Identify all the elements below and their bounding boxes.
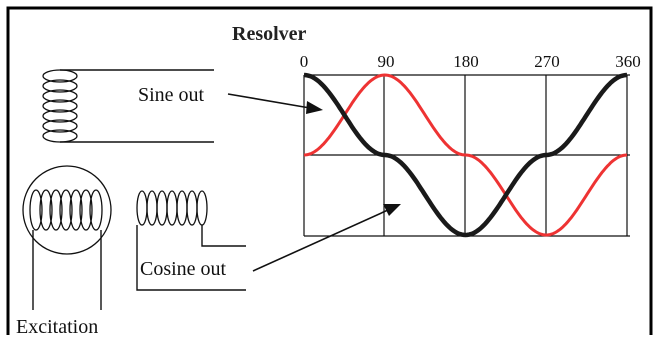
cosine-out-arrow [252,204,401,272]
sine-waveform [303,73,628,237]
tick-label-360: 360 [615,52,641,71]
frame [6,6,653,335]
sine-out-arrow [227,93,323,114]
cosine-winding-coil-icon [136,190,246,291]
x-tick-labels: 0 90 180 270 360 [300,52,641,71]
cosine-waveform [303,72,628,238]
sine-winding-coil-icon [42,69,214,143]
excitation-rotor-coil-icon [22,165,112,310]
excitation-label: Excitation [16,316,98,337]
cosine-out-label: Cosine out [140,258,227,280]
tick-label-180: 180 [453,52,479,71]
sine-out-label: Sine out [138,84,205,106]
diagram-title: Resolver [232,23,307,45]
tick-label-90: 90 [378,52,395,71]
tick-label-0: 0 [300,52,309,71]
tick-label-270: 270 [534,52,560,71]
